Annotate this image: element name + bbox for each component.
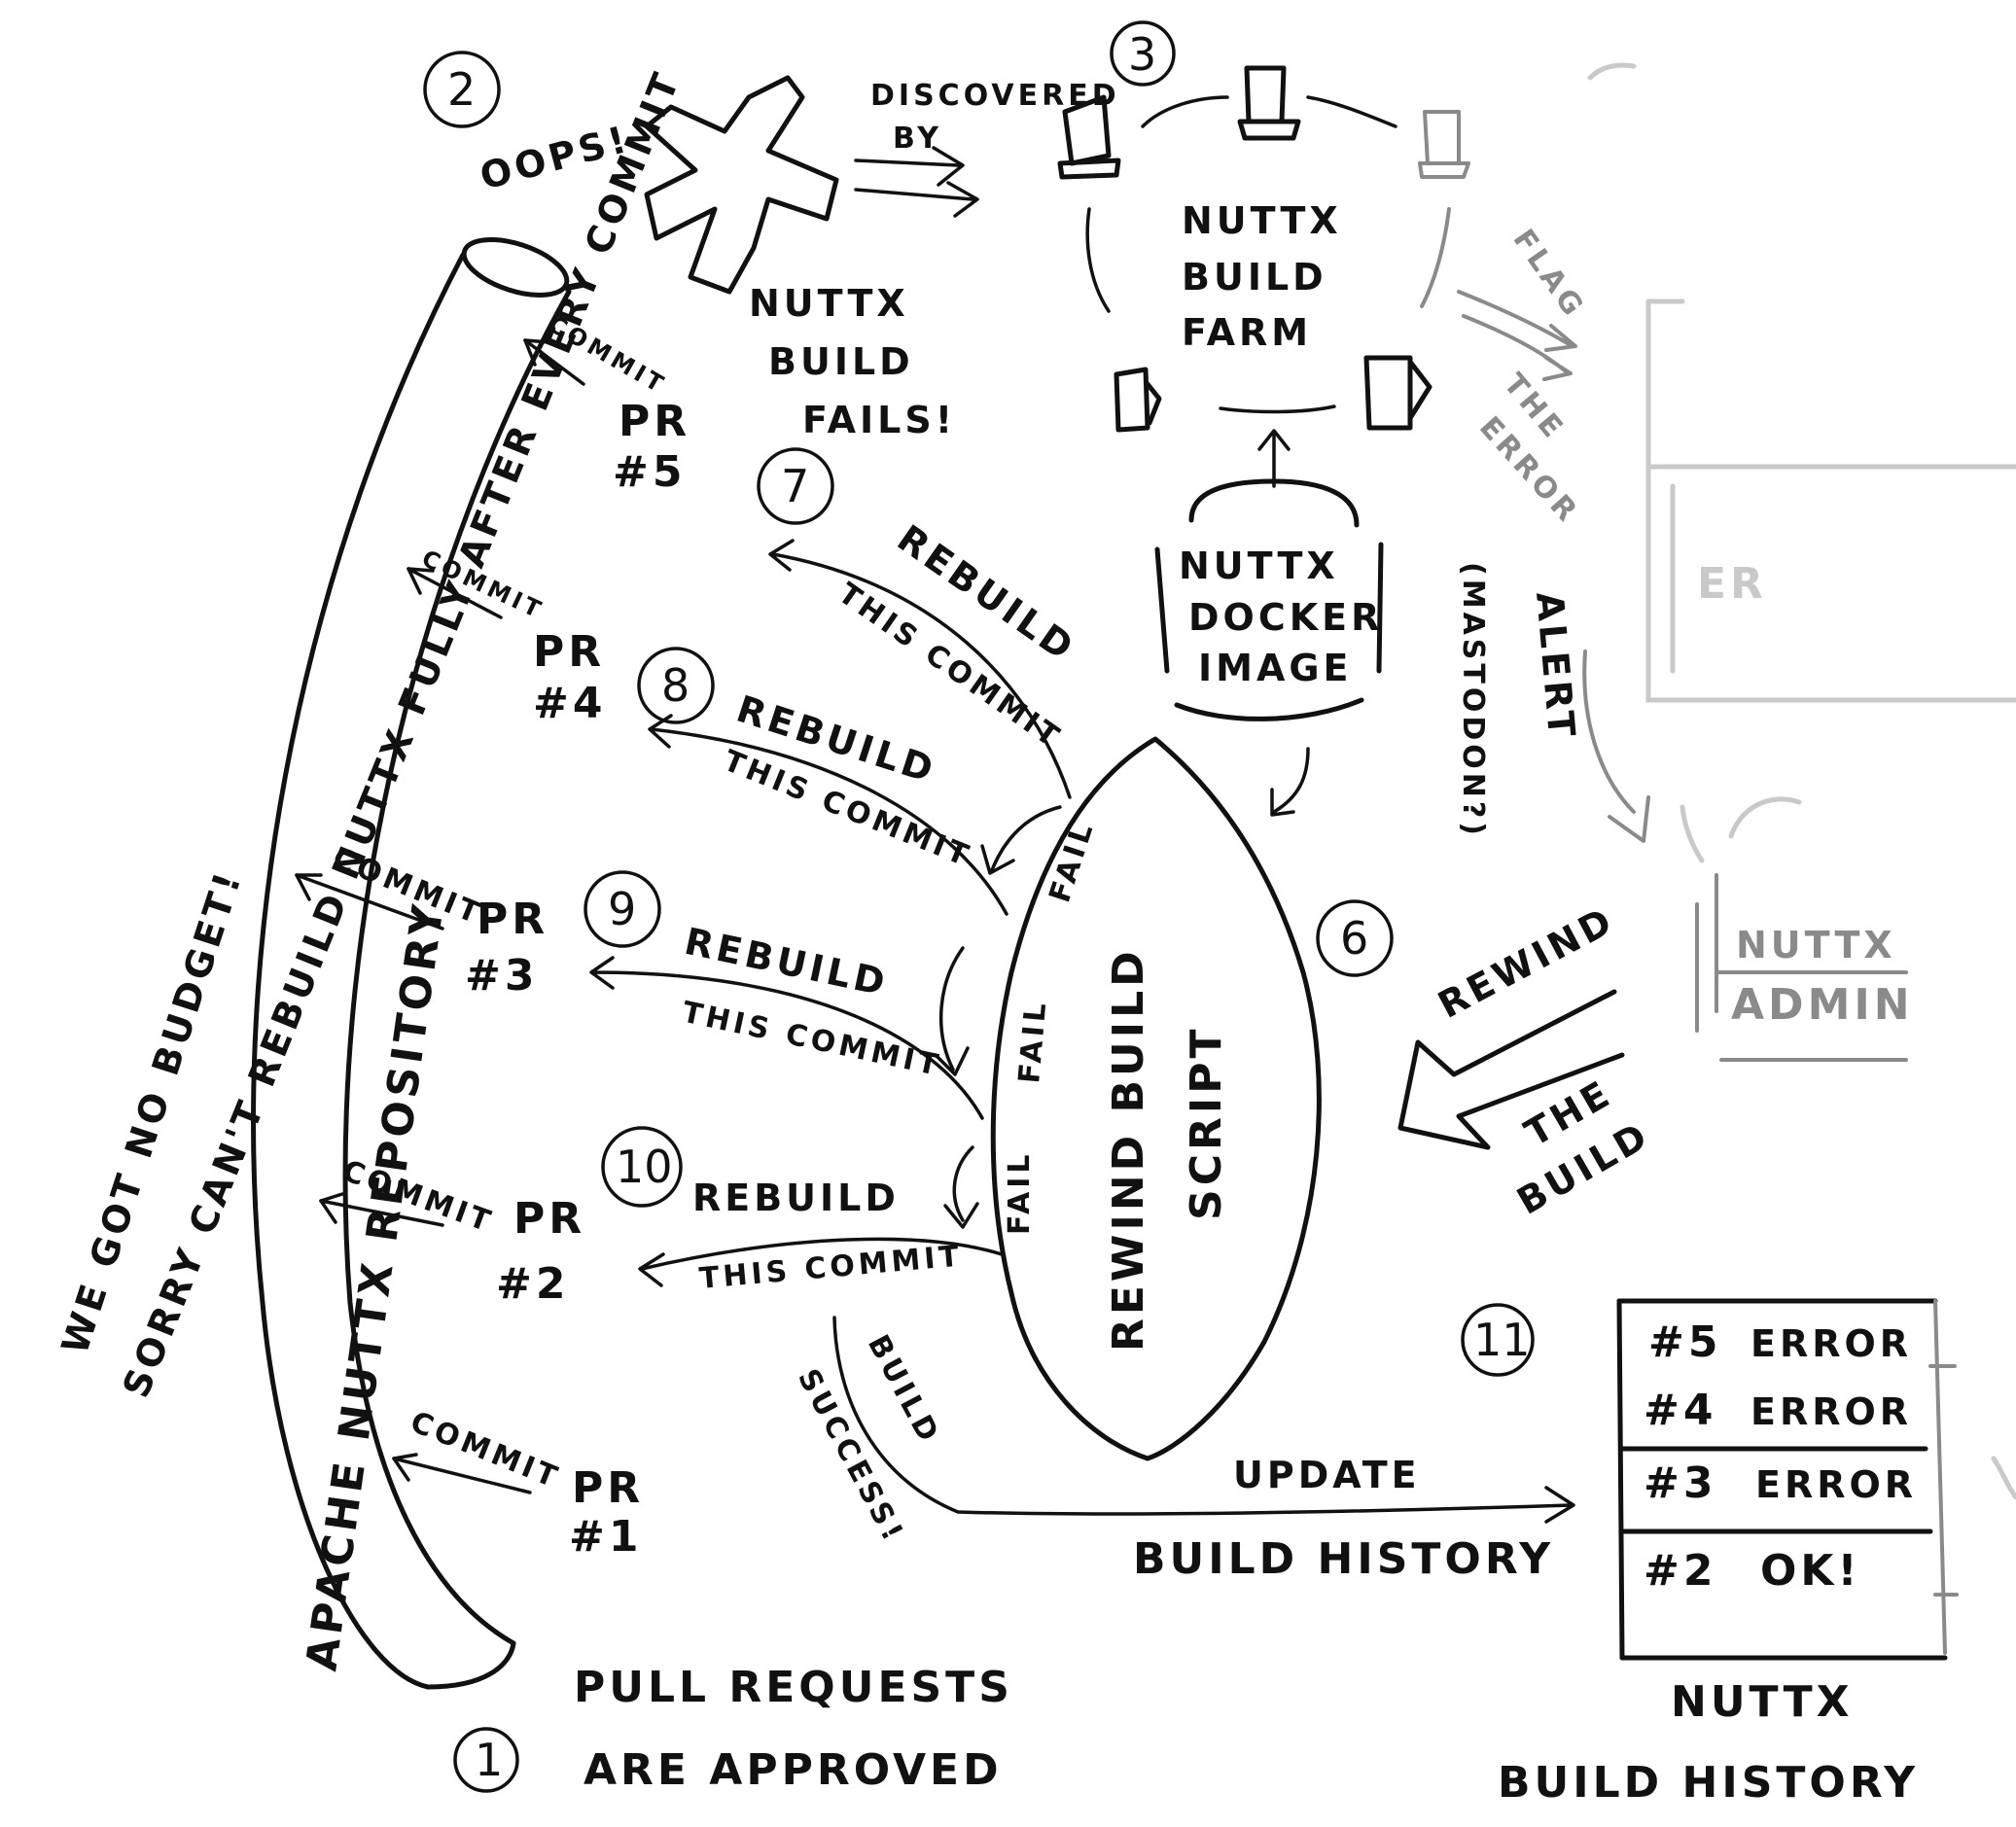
history-row-3-status: ERROR bbox=[1755, 1463, 1917, 1506]
rewind-script-blob bbox=[990, 736, 1322, 1461]
step-6-number: 6 bbox=[1340, 912, 1368, 965]
history-row-4-num: #2 bbox=[1644, 1546, 1716, 1596]
admin-figure bbox=[1680, 796, 1908, 1062]
flag-error-arrows bbox=[1457, 290, 1577, 381]
admin-l1: NUTTX bbox=[1736, 924, 1896, 966]
script-l2: SCRIPT bbox=[1182, 1026, 1231, 1221]
discovered-l2: BY bbox=[893, 122, 942, 156]
build-history-table bbox=[1616, 1298, 2016, 1661]
success-l1: BUILD bbox=[861, 1329, 946, 1451]
rebuild-arc-10 bbox=[638, 1237, 1004, 1287]
history-caption-2: BUILD HISTORY bbox=[1498, 1758, 1919, 1808]
ghost-error-text: ER bbox=[1697, 559, 1767, 609]
history-row-2-num: #4 bbox=[1644, 1386, 1716, 1435]
step-6-marker bbox=[1316, 899, 1394, 977]
approved-line1: PULL REQUESTS bbox=[574, 1663, 1013, 1712]
docker-to-farm-arrow bbox=[1257, 429, 1291, 488]
build-farm-ring bbox=[1085, 95, 1451, 414]
update-l2: BUILD HISTORY bbox=[1133, 1534, 1554, 1584]
step-9-number: 9 bbox=[608, 883, 636, 935]
pr-3-num: #3 bbox=[465, 951, 538, 1001]
history-row-1-status: ERROR bbox=[1751, 1322, 1912, 1365]
pr-4-num: #4 bbox=[533, 679, 606, 728]
step-1-marker bbox=[453, 1727, 519, 1793]
step-9-marker bbox=[584, 870, 661, 948]
step-10-marker bbox=[601, 1126, 683, 1208]
build-fails-l1: NUTTX bbox=[749, 282, 909, 325]
left-note-line2: WE GOT NO BUDGET! bbox=[53, 864, 251, 1359]
build-fails-l2: BUILD bbox=[768, 340, 914, 383]
build-fails-l3: FAILS! bbox=[802, 399, 956, 441]
rebuild-9-l1: REBUILD bbox=[681, 920, 892, 1004]
step-7-number: 7 bbox=[781, 460, 809, 512]
rewind-arrow bbox=[1397, 989, 1625, 1150]
flag-l3: ERROR bbox=[1472, 410, 1586, 531]
rebuild-10-l1: REBUILD bbox=[692, 1177, 900, 1219]
rebuild-arc-7 bbox=[768, 539, 1072, 799]
step-8-number: 8 bbox=[661, 659, 690, 712]
step-8-marker bbox=[637, 647, 715, 724]
pr-4-label: PR bbox=[533, 627, 605, 677]
fail-hook-arrows bbox=[934, 805, 1062, 1229]
repository-label: APACHE NUTTX REPOSITORY bbox=[297, 898, 454, 1673]
step-7-marker bbox=[757, 447, 834, 525]
failure-x-icon bbox=[644, 75, 839, 295]
farm-l3: FARM bbox=[1182, 311, 1312, 354]
docker-l2: DOCKER bbox=[1188, 596, 1383, 639]
pr-5-label: PR bbox=[619, 397, 690, 446]
rebuild-10-l2: THIS COMMIT bbox=[698, 1239, 965, 1296]
step-10-number: 10 bbox=[616, 1141, 673, 1193]
step-2-number: 2 bbox=[447, 63, 476, 116]
rebuild-arc-9 bbox=[589, 956, 984, 1120]
ghost-error-screen bbox=[1587, 62, 2016, 703]
step-11-marker bbox=[1461, 1303, 1535, 1377]
commit-arrows bbox=[295, 338, 585, 1494]
admin-l2: ADMIN bbox=[1731, 980, 1914, 1030]
alert-l1: ALERT bbox=[1528, 590, 1583, 742]
fail-label-3: FAIL bbox=[1003, 1150, 1037, 1235]
fail-label-2: FAIL bbox=[1012, 998, 1053, 1084]
farm-l2: BUILD bbox=[1182, 256, 1327, 299]
success-arrow bbox=[832, 1316, 1575, 1524]
history-row-1-num: #5 bbox=[1648, 1318, 1721, 1367]
step-11-number: 11 bbox=[1473, 1314, 1531, 1366]
repository-tube bbox=[251, 237, 572, 1690]
docker-image-cylinder bbox=[1154, 478, 1384, 721]
docker-l1: NUTTX bbox=[1179, 545, 1339, 587]
build-farm-computers bbox=[1057, 65, 1470, 433]
docker-to-script-arrow bbox=[1270, 747, 1310, 817]
step-1-number: 1 bbox=[475, 1734, 503, 1786]
pr-2-label: PR bbox=[513, 1194, 585, 1244]
history-row-2-status: ERROR bbox=[1751, 1390, 1912, 1433]
approved-line2: ARE APPROVED bbox=[584, 1745, 1003, 1795]
rebuild-arc-8 bbox=[648, 714, 1008, 916]
history-caption-1: NUTTX bbox=[1671, 1677, 1854, 1727]
flag-l1: FLAG bbox=[1505, 224, 1591, 326]
history-row-4-status: OK! bbox=[1760, 1546, 1861, 1596]
history-row-3-num: #3 bbox=[1644, 1458, 1716, 1508]
alert-l2: (MASTODON?) bbox=[1456, 562, 1490, 839]
pr-2-num: #2 bbox=[496, 1259, 569, 1309]
update-l1: UPDATE bbox=[1233, 1454, 1421, 1496]
pr-3-label: PR bbox=[477, 895, 548, 944]
script-l1: REWIND BUILD bbox=[1104, 947, 1153, 1352]
docker-l3: IMAGE bbox=[1198, 647, 1353, 689]
step-3-number: 3 bbox=[1128, 28, 1156, 81]
discovered-arrows bbox=[854, 146, 979, 218]
farm-l1: NUTTX bbox=[1182, 199, 1342, 242]
pr-1-num: #1 bbox=[569, 1512, 642, 1562]
rewind-l1: REWIND bbox=[1432, 898, 1622, 1027]
step-3-marker bbox=[1110, 20, 1176, 87]
pr-5-num: #5 bbox=[613, 447, 686, 497]
alert-arrow bbox=[1582, 650, 1650, 843]
pr-1-label: PR bbox=[572, 1463, 644, 1513]
step-2-marker bbox=[423, 51, 501, 128]
